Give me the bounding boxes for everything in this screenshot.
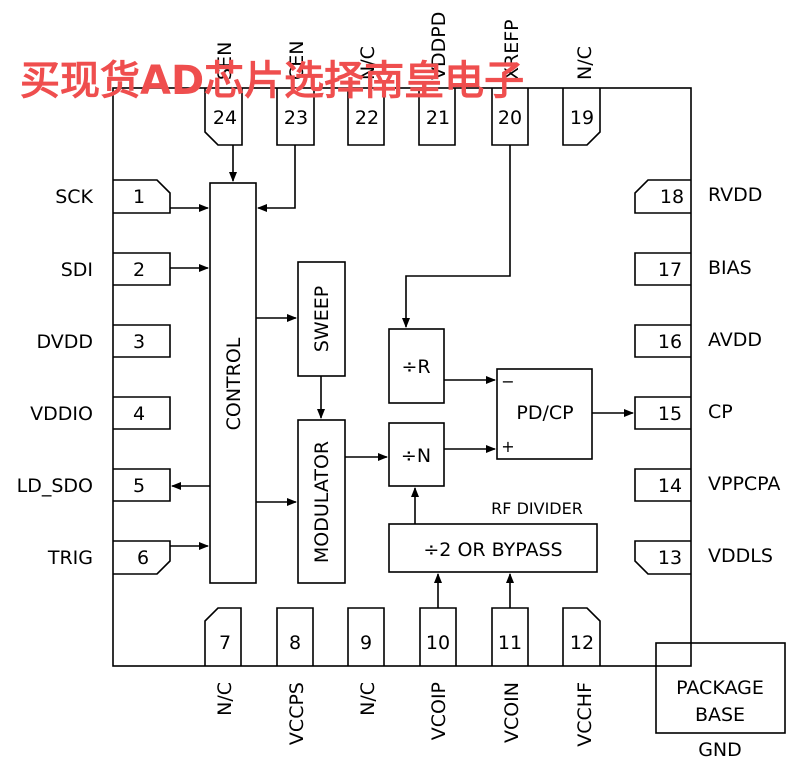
pin-1-label: SCK	[55, 186, 93, 208]
pin-18-number: 18	[660, 186, 684, 208]
pin-1-number: 1	[133, 186, 145, 208]
pin-14-box	[634, 468, 691, 502]
divider-n-block	[388, 422, 445, 487]
pin-24-number: 24	[213, 107, 237, 129]
pin-10-number: 10	[426, 632, 450, 654]
sweep-label: SWEEP	[311, 286, 333, 352]
pin-21-box	[418, 88, 456, 146]
pin-12-box	[562, 607, 601, 666]
pin-3-label: DVDD	[36, 331, 93, 353]
package-base-box	[655, 642, 786, 734]
pin-7-label: N/C	[214, 682, 236, 716]
modulator-label: MODULATOR	[311, 441, 333, 563]
pin-12-number: 12	[570, 632, 594, 654]
pin-22-label: N/C	[357, 46, 379, 80]
pin-2-label: SDI	[61, 259, 93, 281]
divider-r-label: ÷R	[401, 356, 430, 378]
pin-4-label: VDDIO	[30, 403, 93, 425]
pin-9-label: N/C	[357, 682, 379, 716]
pin-8-box	[276, 607, 314, 666]
pin-6-box	[113, 540, 171, 575]
pin-22-number: 22	[355, 107, 379, 129]
pin-2-number: 2	[133, 259, 145, 281]
pin-21-number: 21	[426, 107, 450, 129]
divider-n-label: ÷N	[401, 445, 431, 467]
pin-23-label: CEN	[286, 41, 308, 80]
pin-20-label: XREFP	[501, 19, 523, 80]
rf-divider-text: ÷2 OR BYPASS	[423, 539, 562, 561]
pin-11-label: VCOIN	[501, 682, 523, 743]
pin-10-label: VCOIP	[428, 682, 450, 740]
wire-xrefp-to-div-r	[402, 145, 511, 328]
pin-13-label: VDDLS	[708, 545, 773, 567]
pin-14-label: VPPCPA	[708, 473, 780, 495]
pin-23-number: 23	[284, 107, 308, 129]
gnd-label: GND	[698, 739, 742, 760]
pin-4-number: 4	[133, 403, 145, 425]
pin-1-box	[113, 179, 171, 214]
pin-17-box	[634, 252, 691, 286]
pin-11-number: 11	[498, 632, 522, 654]
pin-5-label: LD_SDO	[17, 475, 93, 497]
pin-9-number: 9	[360, 632, 372, 654]
pin-18-box	[634, 179, 691, 214]
pin-22-box	[347, 88, 385, 146]
rf-divider-block	[388, 523, 598, 573]
pin-19-number: 19	[570, 107, 594, 129]
pin-7-number: 7	[219, 632, 231, 654]
pin-8-label: VCCPS	[286, 682, 308, 745]
pin-16-number: 16	[658, 331, 682, 353]
pin-9-box	[347, 607, 385, 666]
pin-20-number: 20	[498, 107, 522, 129]
pin-6-label: TRIG	[47, 547, 93, 569]
chip-outline	[112, 87, 692, 667]
pin-7-box	[204, 607, 242, 666]
pin-21-label: VDDPD	[428, 12, 450, 80]
pin-19-box	[562, 88, 601, 146]
pin-5-number: 5	[133, 475, 145, 497]
pd-cp-label: PD/CP	[516, 402, 573, 424]
pin-17-label: BIAS	[708, 257, 752, 279]
pin-13-number: 13	[658, 547, 682, 569]
pin-2-box	[113, 252, 171, 286]
pin-17-number: 17	[658, 259, 682, 281]
pin-3-box	[113, 324, 171, 358]
wire-cen-to-control	[257, 145, 296, 212]
rf-divider-label: RF DIVIDER	[491, 499, 583, 518]
pin-15-box	[634, 396, 691, 430]
pin-13-box	[634, 540, 691, 575]
pin-3-number: 3	[133, 331, 145, 353]
control-label: CONTROL	[223, 337, 245, 430]
divider-r-block	[388, 328, 445, 404]
pin-18-label: RVDD	[708, 184, 762, 206]
pin-16-label: AVDD	[708, 329, 762, 351]
pd-cp-block	[496, 368, 593, 460]
pin-8-number: 8	[289, 632, 301, 654]
pin-15-label: CP	[708, 401, 733, 423]
pd-plus-sign: +	[501, 437, 514, 456]
package-base-line-2: BASE	[695, 704, 745, 726]
pin-24-box	[204, 88, 243, 146]
pin-16-box	[634, 324, 691, 358]
pin-6-number: 6	[137, 547, 149, 569]
pd-minus-sign: −	[501, 372, 514, 391]
pin-4-box	[113, 396, 171, 430]
package-base-line-1: PACKAGE	[676, 677, 764, 699]
control-block	[209, 182, 257, 584]
pin-19-label: N/C	[574, 46, 596, 80]
pin-5-box	[113, 468, 171, 502]
pin-24-label: SEN	[214, 42, 236, 80]
pin-15-number: 15	[658, 403, 682, 425]
pin-12-label: VCCHF	[574, 682, 596, 747]
watermark-text: 买现货AD芯片选择南皇电子	[20, 58, 525, 104]
pin-14-number: 14	[658, 475, 682, 497]
modulator-block	[297, 419, 346, 584]
